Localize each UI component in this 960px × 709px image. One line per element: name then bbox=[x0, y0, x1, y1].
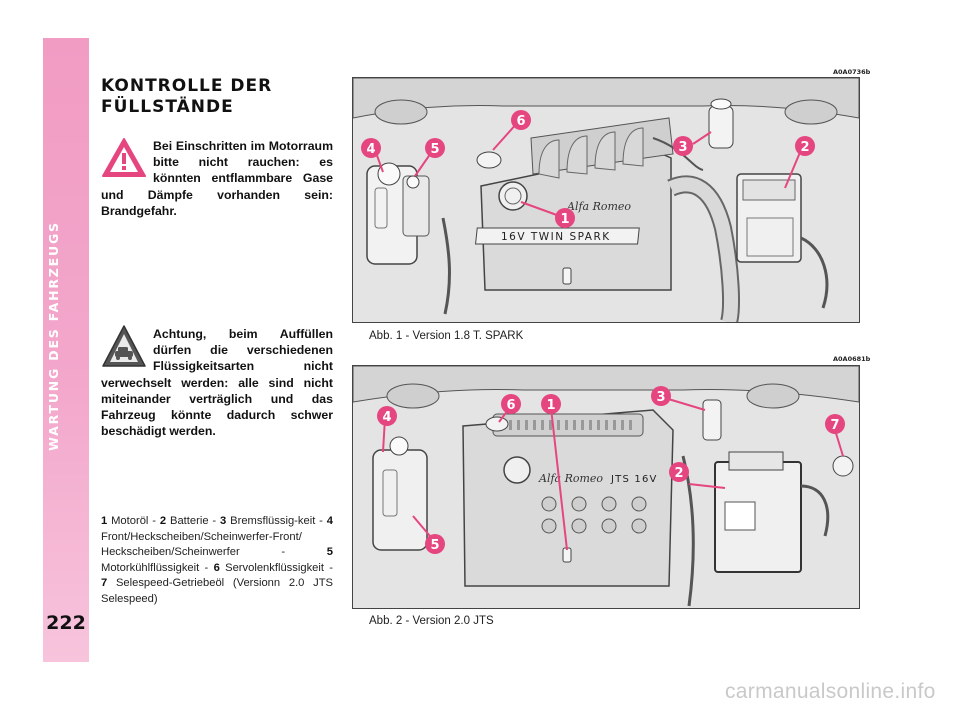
marker-1: 1 bbox=[555, 208, 575, 228]
caution-note: Achtung, beim Auffüllen dürfen die versc… bbox=[101, 326, 333, 439]
warning-triangle-icon bbox=[101, 136, 147, 178]
svg-text:5: 5 bbox=[430, 142, 439, 157]
svg-text:3: 3 bbox=[678, 140, 687, 155]
engine-label-2: JTS 16V bbox=[610, 474, 658, 485]
page-number: 222 bbox=[46, 612, 86, 634]
marker-4: 4 bbox=[361, 138, 381, 158]
figure-legend: 1 Motoröl - 2 Batterie - 3 Bremsflüssig-… bbox=[101, 515, 334, 605]
figure-2-engine-bay: Alfa Romeo JTS 16V 1 2 bbox=[352, 365, 860, 609]
side-band bbox=[43, 38, 89, 662]
svg-text:7: 7 bbox=[830, 418, 839, 433]
svg-text:4: 4 bbox=[382, 410, 391, 425]
figure-2-caption: Abb. 2 - Version 2.0 JTS bbox=[369, 615, 494, 627]
figure-1-engine-bay: 16V TWIN SPARK Alfa Romeo bbox=[352, 77, 860, 323]
figure-1-caption: Abb. 1 - Version 1.8 T. SPARK bbox=[369, 330, 524, 342]
warning-note: Bei Einschritten im Motorraum bitte nich… bbox=[101, 138, 333, 219]
marker-3: 3 bbox=[673, 136, 693, 156]
figure-2-code: A0A0681b bbox=[833, 355, 871, 363]
svg-text:5: 5 bbox=[430, 538, 439, 553]
brand-logo-1: Alfa Romeo bbox=[566, 200, 631, 213]
svg-text:1: 1 bbox=[546, 398, 555, 413]
marker-2: 2 bbox=[795, 136, 815, 156]
svg-text:3: 3 bbox=[656, 390, 665, 405]
marker-5: 5 bbox=[425, 534, 445, 554]
section-title-vertical: WARTUNG DES FAHRZEUGS bbox=[46, 221, 61, 451]
brand-logo-2: Alfa Romeo bbox=[538, 472, 603, 485]
marker-2: 2 bbox=[669, 462, 689, 482]
caution-text: Achtung, beim Auffüllen dürfen die versc… bbox=[101, 327, 333, 439]
warning-text: Bei Einschritten im Motorraum bitte nich… bbox=[101, 139, 333, 218]
page-heading: KONTROLLE DER FÜLLSTÄNDE bbox=[101, 76, 341, 118]
marker-3: 3 bbox=[651, 386, 671, 406]
svg-text:2: 2 bbox=[800, 140, 809, 155]
figure-1-code: A0A0736b bbox=[833, 68, 871, 76]
marker-1: 1 bbox=[541, 394, 561, 414]
svg-text:2: 2 bbox=[674, 466, 683, 481]
marker-4: 4 bbox=[377, 406, 397, 426]
engine-label-1: 16V TWIN SPARK bbox=[501, 231, 611, 243]
car-fluid-caution-icon bbox=[101, 324, 147, 368]
svg-text:6: 6 bbox=[506, 398, 515, 413]
svg-text:1: 1 bbox=[560, 212, 569, 227]
watermark: carmanualsonline.info bbox=[725, 680, 936, 703]
svg-text:4: 4 bbox=[366, 142, 375, 157]
heading-line-2: FÜLLSTÄNDE bbox=[101, 97, 234, 117]
marker-6: 6 bbox=[501, 394, 521, 414]
heading-line-1: KONTROLLE DER bbox=[101, 76, 273, 96]
svg-text:6: 6 bbox=[516, 114, 525, 129]
marker-5: 5 bbox=[425, 138, 445, 158]
marker-6: 6 bbox=[511, 110, 531, 130]
marker-7: 7 bbox=[825, 414, 845, 434]
